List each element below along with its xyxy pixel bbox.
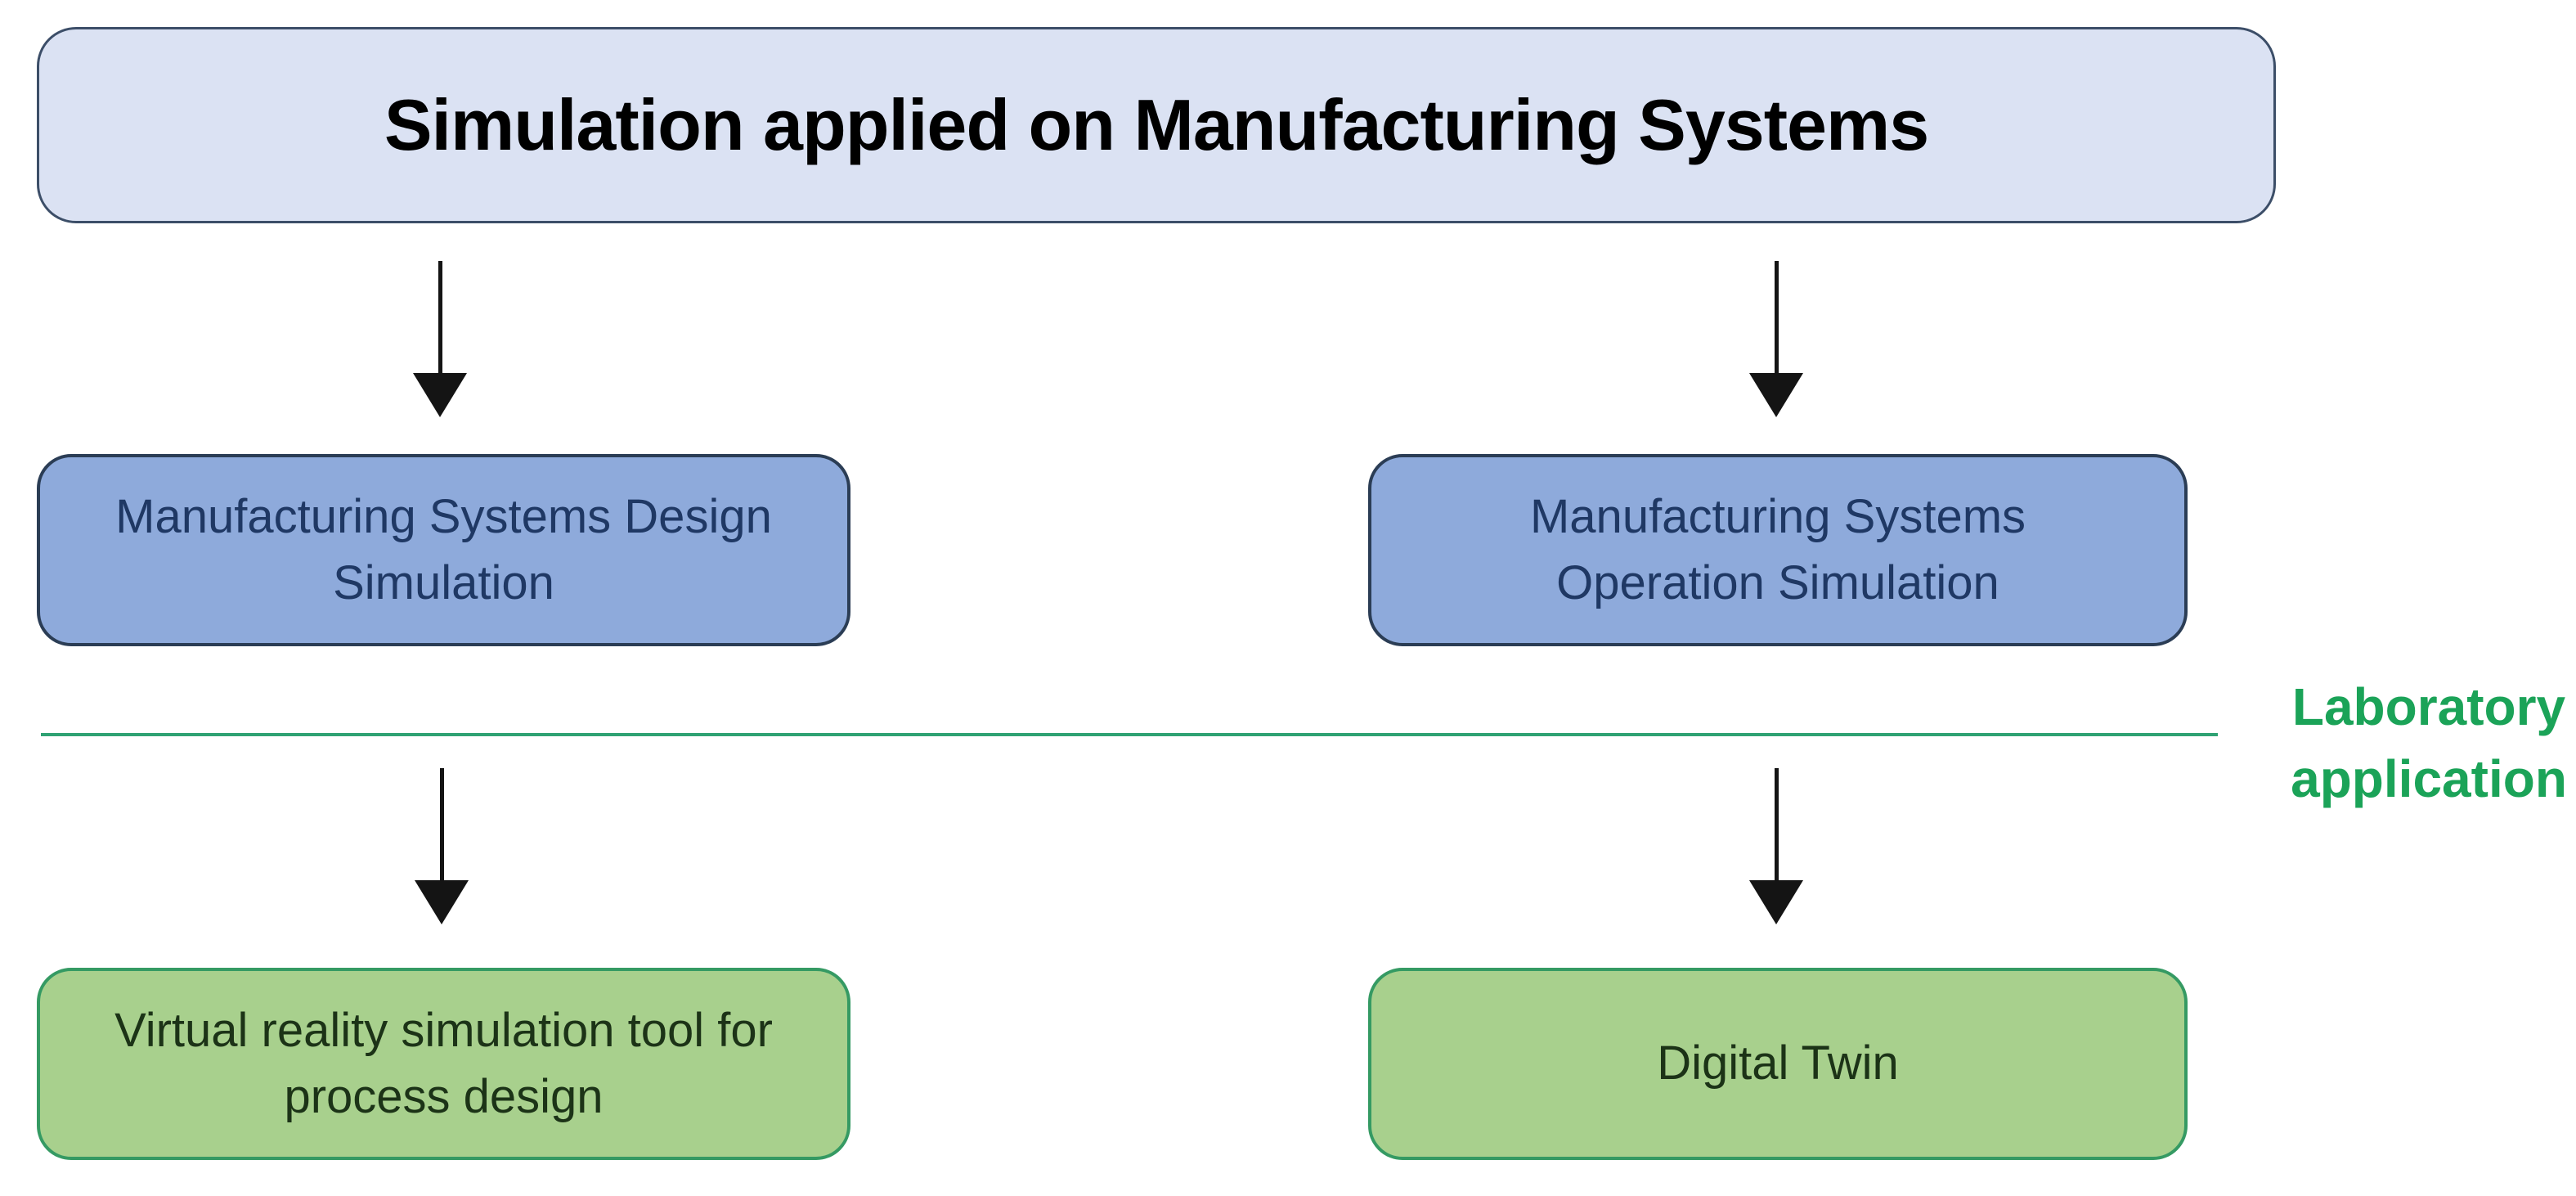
arrow-design-to-vr-tool bbox=[413, 768, 470, 924]
design-simulation-node: Manufacturing Systems Design Simulation bbox=[37, 454, 850, 646]
laboratory-application-label: Laboratory application bbox=[2291, 677, 2567, 809]
arrow-root-to-design-simulation bbox=[411, 261, 469, 417]
vr-simulation-tool-node: Virtual reality simulation tool for proc… bbox=[37, 968, 850, 1160]
arrow-down-icon bbox=[1749, 880, 1803, 924]
arrow-shaft bbox=[1774, 768, 1779, 880]
arrow-shaft bbox=[438, 261, 442, 373]
arrow-down-icon bbox=[415, 880, 469, 924]
digital-twin-node: Digital Twin bbox=[1368, 968, 2188, 1160]
operation-simulation-node: Manufacturing Systems Operation Simulati… bbox=[1368, 454, 2188, 646]
arrow-down-icon bbox=[1749, 373, 1803, 417]
operation-simulation-label: Manufacturing Systems Operation Simulati… bbox=[1529, 490, 2026, 609]
arrow-root-to-operation-simulation bbox=[1748, 261, 1805, 417]
digital-twin-label: Digital Twin bbox=[1657, 1036, 1899, 1090]
arrow-operation-to-digital-twin bbox=[1748, 768, 1805, 924]
root-node-simulation-manufacturing-systems: Simulation applied on Manufacturing Syst… bbox=[37, 27, 2276, 223]
design-simulation-label: Manufacturing Systems Design Simulation bbox=[115, 490, 772, 609]
laboratory-separator-line bbox=[41, 733, 2218, 736]
arrow-shaft bbox=[439, 768, 444, 880]
arrow-down-icon bbox=[413, 373, 467, 417]
vr-simulation-tool-label: Virtual reality simulation tool for proc… bbox=[114, 1004, 773, 1123]
root-node-label: Simulation applied on Manufacturing Syst… bbox=[384, 84, 1929, 165]
arrow-shaft bbox=[1774, 261, 1779, 373]
